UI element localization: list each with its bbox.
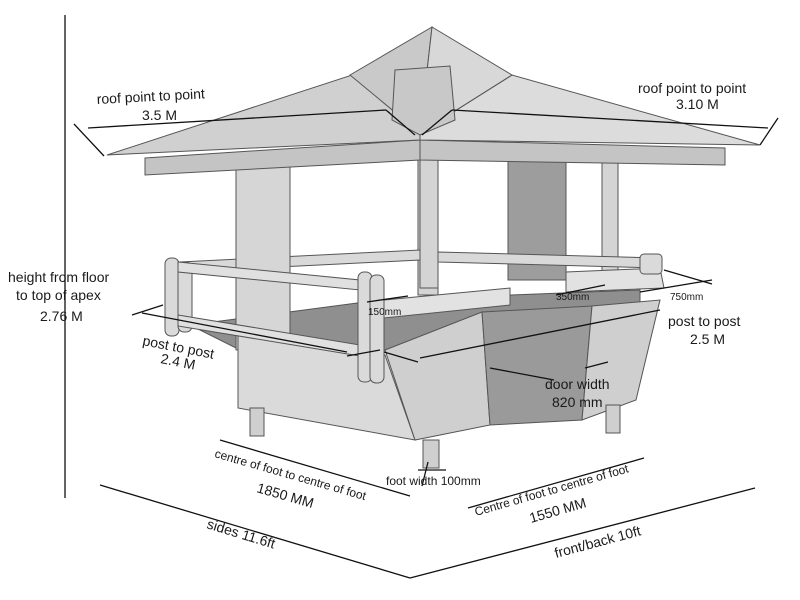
roof-right-value: 3.10 M xyxy=(676,96,719,112)
front-center-post xyxy=(419,147,439,289)
dim-foot-left xyxy=(219,439,411,497)
post-left-value: 2.4 M xyxy=(159,350,196,372)
dim-seat-750 xyxy=(639,279,713,293)
seat-small-label: 350mm xyxy=(556,292,589,303)
dim-roof-left xyxy=(87,109,387,129)
height-line2: to top of apex xyxy=(16,287,101,303)
dim-seat-350 xyxy=(555,284,606,296)
tick-roof-left-b xyxy=(385,109,416,136)
tick-foot-width xyxy=(421,461,429,487)
front-counter xyxy=(383,287,511,319)
seat-large-label: 750mm xyxy=(670,292,703,303)
foot-width-label: foot width 100mm xyxy=(386,474,481,488)
roof-cap xyxy=(391,65,456,136)
height-line1: height from floor xyxy=(8,269,109,285)
foot-right xyxy=(605,404,621,434)
right-rail-post xyxy=(639,253,663,275)
post-right-value: 2.5 M xyxy=(690,331,725,347)
tick-post-left-a xyxy=(131,304,164,316)
dim-door xyxy=(489,367,555,381)
post-right-title: post to post xyxy=(668,313,740,329)
gazebo-structure xyxy=(106,26,761,469)
tick-roof-left-a xyxy=(73,123,105,157)
height-value: 2.76 M xyxy=(40,308,83,324)
dim-door-b xyxy=(584,361,609,369)
door-title: door width xyxy=(545,376,610,392)
foot-front xyxy=(422,439,440,469)
dim-foot-right xyxy=(467,457,645,509)
left-rail-end-post-2 xyxy=(369,274,385,384)
tick-post-left-b xyxy=(346,349,381,357)
tick-roof-right-b xyxy=(759,117,779,146)
dim-front-back xyxy=(409,487,756,579)
roof-right-title: roof point to point xyxy=(638,80,746,96)
door-value: 820 mm xyxy=(552,394,603,410)
tick-seat-750 xyxy=(663,269,713,285)
dim-roof-right xyxy=(451,109,769,129)
tick-post-right-a xyxy=(383,351,419,363)
sides-label: sides 11.6ft xyxy=(205,516,277,552)
tick-roof-right-a xyxy=(421,109,453,136)
dim-seat-150 xyxy=(366,295,409,303)
roof-left-value: 3.5 M xyxy=(142,107,177,123)
seat-depth-label: 150mm xyxy=(368,307,401,318)
left-rail-post xyxy=(177,261,193,333)
left-corner-post xyxy=(164,257,180,337)
dim-post-left xyxy=(141,312,348,353)
dimension-lines xyxy=(64,15,779,579)
front-left-post xyxy=(235,159,291,351)
dim-sides xyxy=(99,484,411,579)
foot-left xyxy=(249,407,265,437)
roof-left-title: roof point to point xyxy=(96,85,205,107)
dim-post-right xyxy=(419,309,661,359)
front-wall-right xyxy=(581,299,661,421)
front-back-label: front/back 10ft xyxy=(553,522,643,560)
roof-fascia-right xyxy=(419,139,726,166)
